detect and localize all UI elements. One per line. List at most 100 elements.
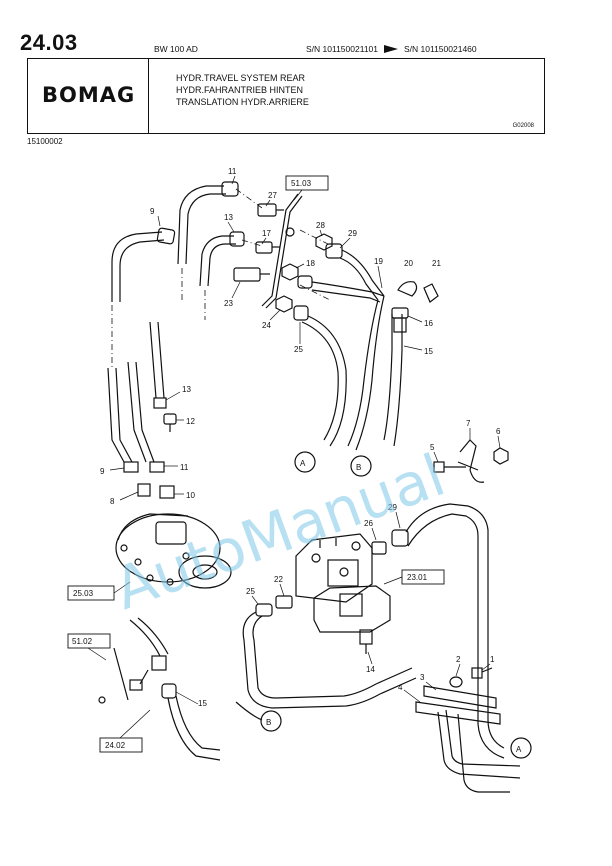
ref-box-51-02 <box>67 633 111 649</box>
hose-9-lower <box>107 367 133 463</box>
bolt-1 <box>471 667 493 679</box>
leader-lines <box>87 175 501 739</box>
page-number: 24.03 <box>20 30 78 55</box>
callout-9-lower: 9 <box>100 467 105 476</box>
connector-label-a-lower: A <box>516 745 522 754</box>
fitting-12 <box>163 413 177 432</box>
hose-25-upper <box>293 305 347 447</box>
nut-18 <box>281 263 299 281</box>
callout-13-upper: 13 <box>224 213 233 222</box>
connector-label-a-upper: A <box>300 459 306 468</box>
drawing-code: G02008 <box>512 123 534 129</box>
connector-label-b-lower: B <box>266 718 271 727</box>
callout-26: 26 <box>364 519 373 528</box>
fitting-26 <box>371 541 387 555</box>
fitting-17 <box>255 241 280 254</box>
travel-motor <box>115 513 232 589</box>
hose-25-lower <box>242 603 417 709</box>
callout-3: 3 <box>420 673 425 682</box>
callout-12: 12 <box>186 417 195 426</box>
callout-13-lower: 13 <box>182 385 191 394</box>
callout-7: 7 <box>466 419 471 428</box>
nut-28 <box>315 233 333 251</box>
ref-label-23-01: 23.01 <box>407 573 428 582</box>
callout-19: 19 <box>374 257 383 266</box>
hose-9-upper <box>111 227 176 302</box>
bulkhead-plate <box>261 193 303 309</box>
clamp-20 <box>397 281 418 297</box>
fitting-22 <box>275 595 293 609</box>
serial-to: S/N 101150021460 <box>404 44 477 54</box>
header-box: BOMAG HYDR.TRAVEL SYSTEM REAR HYDR.FAHRA… <box>27 58 545 134</box>
hose-29-lower <box>391 503 505 759</box>
callout-2: 2 <box>456 655 461 664</box>
washer-2 <box>449 676 463 688</box>
clamp-plates <box>415 685 521 793</box>
hose-13-upper <box>199 231 245 287</box>
callout-4: 4 <box>398 683 403 692</box>
ref-label-25-03: 25.03 <box>73 589 94 598</box>
fittings-8-10 <box>123 461 175 499</box>
callout-15-upper: 15 <box>424 347 433 356</box>
connector-a-lower <box>510 737 532 759</box>
callout-25-lower: 25 <box>246 587 255 596</box>
header-divider <box>148 59 149 133</box>
ref-box-51-03 <box>285 175 329 191</box>
serial-range: S/N 101150021101 S/N 101150021460 <box>306 44 477 54</box>
callout-1: 1 <box>490 655 495 664</box>
title-german: HYDR.FAHRANTRIEB HINTEN <box>176 85 304 95</box>
nut-6 <box>493 447 509 465</box>
brand-logo: BOMAG <box>42 83 136 107</box>
callout-17: 17 <box>262 229 271 238</box>
callout-27: 27 <box>268 191 277 200</box>
hose-11-upper <box>177 181 239 265</box>
hose-29-upper <box>325 243 385 301</box>
clip-21 <box>423 283 439 303</box>
callout-15-lower: 15 <box>198 699 207 708</box>
part-number: 15100002 <box>27 137 63 146</box>
callout-22: 22 <box>274 575 283 584</box>
section-titles: HYDR.TRAVEL SYSTEM REAR HYDR.FAHRANTRIEB… <box>176 72 309 108</box>
callout-11-upper: 11 <box>228 167 237 176</box>
bolt-5 <box>433 461 466 473</box>
callout-9-upper: 9 <box>150 207 155 216</box>
callout-11-lower: 11 <box>180 463 189 472</box>
callout-5: 5 <box>430 443 435 452</box>
hose-13-lower <box>149 321 167 409</box>
callout-18: 18 <box>306 259 315 268</box>
ref-box-24-02 <box>99 737 143 753</box>
callout-16: 16 <box>424 319 433 328</box>
nut-24 <box>275 295 293 313</box>
arrow-right-icon <box>384 45 398 53</box>
fitting-27 <box>257 203 284 217</box>
connector-b-lower <box>260 710 282 732</box>
fitting-16 <box>391 307 409 333</box>
hose-19 <box>297 275 385 303</box>
title-french: TRANSLATION HYDR.ARRIERE <box>176 97 309 107</box>
callout-24: 24 <box>262 321 271 330</box>
fitting-23 <box>233 267 270 282</box>
fitting-14 <box>359 629 373 654</box>
hose-15-upper <box>347 295 403 451</box>
callout-20: 20 <box>404 259 413 268</box>
callout-29-lower: 29 <box>388 503 397 512</box>
pump-assembly <box>295 533 391 633</box>
bracket-7 <box>457 439 485 483</box>
callout-8: 8 <box>110 497 115 506</box>
callout-25-upper: 25 <box>294 345 303 354</box>
connector-b-upper <box>350 455 372 477</box>
callout-23: 23 <box>224 299 233 308</box>
callout-14: 14 <box>366 665 375 674</box>
serial-from: S/N 101150021101 <box>306 44 378 54</box>
tee-fitting <box>98 617 169 704</box>
ref-label-24-02: 24.02 <box>105 741 126 750</box>
ref-label-51-03: 51.03 <box>291 179 312 188</box>
hose-11-lower <box>127 361 155 463</box>
machine-model: BW 100 AD <box>154 44 198 54</box>
connector-a-upper <box>294 451 316 473</box>
callout-29-upper: 29 <box>348 229 357 238</box>
callout-21: 21 <box>432 259 441 268</box>
callout-6: 6 <box>496 427 501 436</box>
washer-small <box>285 227 295 237</box>
